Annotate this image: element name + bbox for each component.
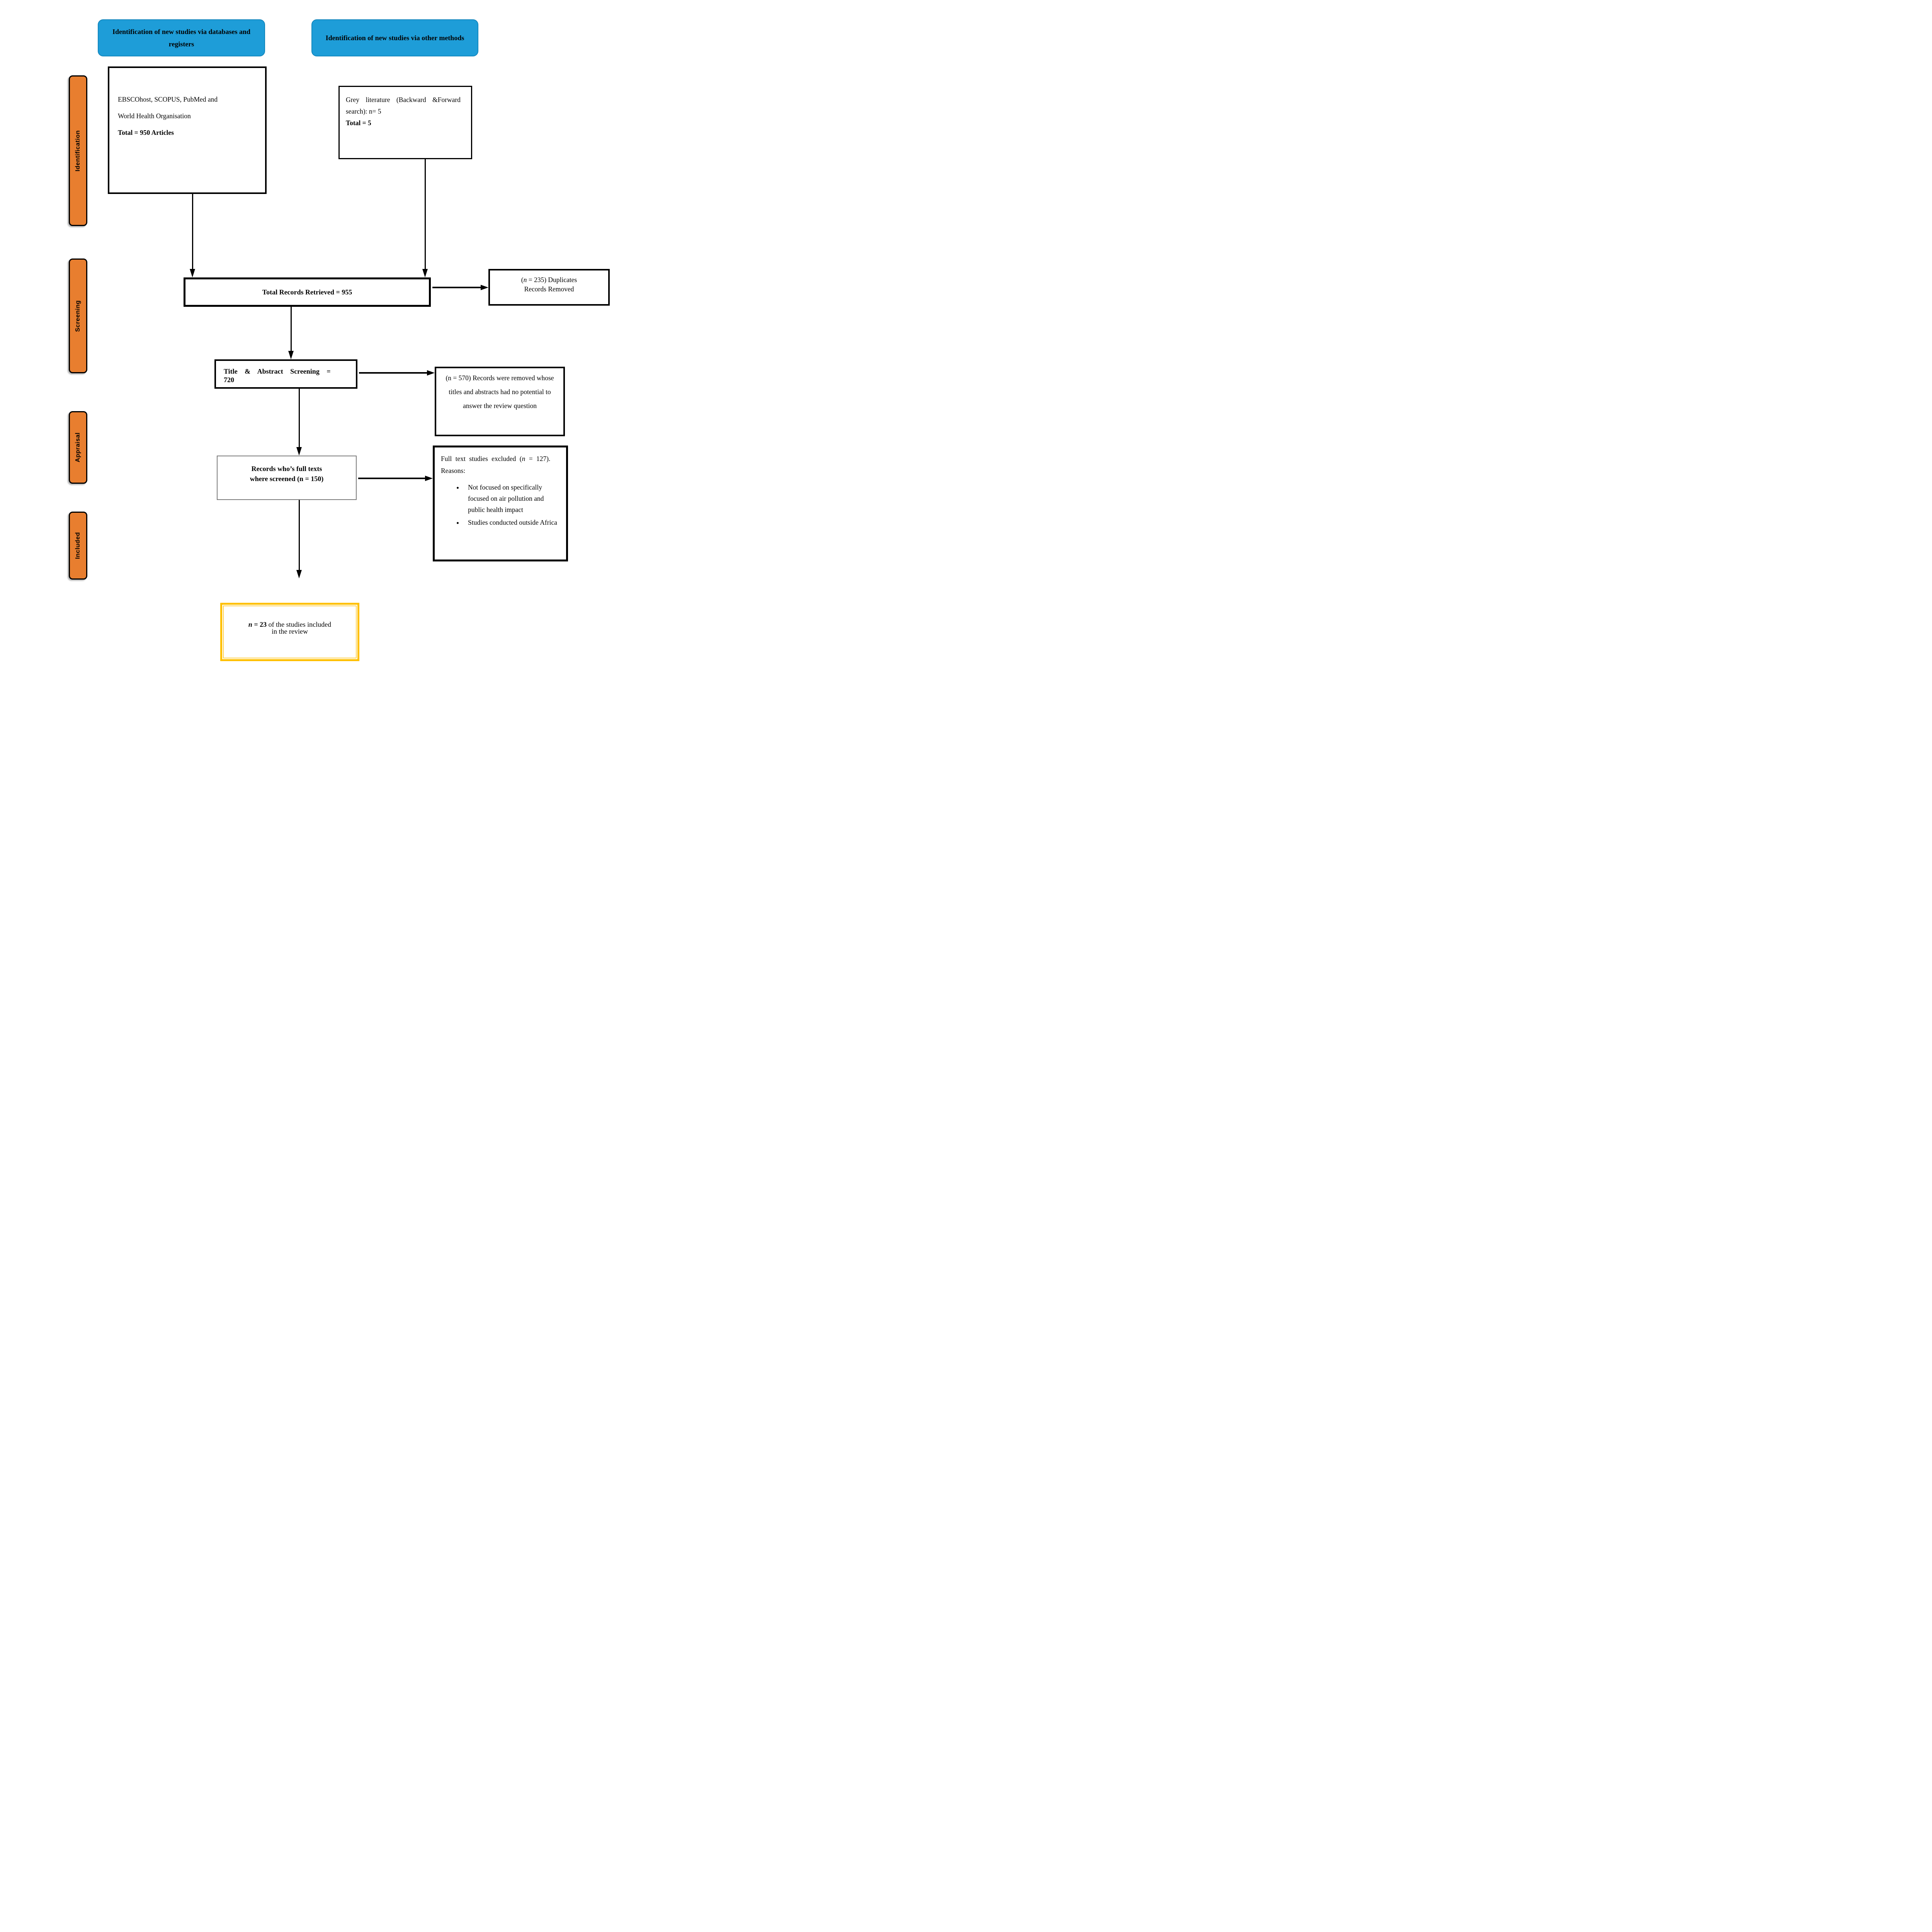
included-n: n	[248, 621, 252, 628]
databases-line2: World Health Organisation	[118, 112, 191, 120]
excluded-pre: Full text studies excluded (	[441, 455, 522, 463]
full-texts-line1: Records who’s full texts	[251, 465, 322, 473]
arrow-fulltexts-to-excluded-head	[425, 476, 433, 481]
included-line1: n = 23 of the studies included	[248, 617, 331, 633]
grey-literature-line1: Grey literature (Backward &Forward	[346, 96, 461, 104]
arrow-title-to-fulltexts-line	[299, 389, 300, 447]
duplicates-line1: (n = 235) Duplicates	[490, 272, 608, 287]
stage-bar-screening: Screening	[69, 259, 87, 373]
box-full-texts-screened: Records who’s full texts where screened …	[217, 456, 357, 500]
included-rest: of the studies included	[267, 621, 332, 628]
excluded-reason-item: Studies conducted outside Africa	[463, 517, 560, 528]
duplicates-open-paren: (	[521, 276, 524, 284]
stage-label-screening: Screening	[75, 300, 81, 332]
records-removed-570-text: (n = 570) Records were removed whose tit…	[446, 374, 554, 410]
grey-literature-line2: search): n= 5	[346, 107, 381, 115]
box-title-abstract-screening: Title & Abstract Screening = 720	[214, 359, 357, 389]
databases-line1: EBSCOhost, SCOPUS, PubMed and	[118, 95, 218, 103]
included-in-review-inner: n = 23 of the studies included in the re…	[223, 605, 357, 658]
excluded-reasons-list: Not focused on specifically focused on a…	[441, 482, 560, 528]
included-line2: in the review	[272, 627, 308, 635]
duplicates-n: n	[523, 276, 527, 284]
total-records-text: Total Records Retrieved = 955	[262, 288, 352, 296]
full-texts-line2: where screened (n = 150)	[250, 474, 324, 483]
stage-label-appraisal: Appraisal	[75, 432, 81, 463]
box-included-in-review: n = 23 of the studies included in the re…	[220, 603, 359, 661]
excluded-reasons-label: Reasons:	[441, 466, 466, 474]
excluded-n: n	[522, 455, 526, 463]
box-total-records: Total Records Retrieved = 955	[184, 277, 431, 307]
box-databases-sources: EBSCOhost, SCOPUS, PubMed and World Heal…	[108, 66, 267, 194]
header-other-methods-label: Identification of new studies via other …	[325, 34, 464, 42]
grey-literature-total: Total = 5	[346, 119, 371, 127]
arrow-total-to-title-head	[288, 351, 294, 359]
arrow-databases-to-total-line	[192, 194, 193, 269]
header-databases-registers: Identification of new studies via databa…	[98, 19, 265, 56]
box-duplicates-removed: (n = 235) Duplicates Records Removed	[488, 269, 610, 306]
included-eq: = 23	[252, 621, 267, 628]
stage-bar-identification: Identification	[69, 75, 87, 226]
stage-bar-included: Included	[69, 512, 87, 580]
excluded-reason-item: Not focused on specifically focused on a…	[463, 482, 560, 515]
arrow-databases-to-total-head	[190, 269, 195, 277]
box-records-removed-570: (n = 570) Records were removed whose tit…	[435, 367, 565, 436]
arrow-fulltexts-to-included-line	[299, 500, 300, 570]
arrow-total-to-duplicates-line	[432, 287, 481, 288]
excluded-post: = 127).	[525, 455, 551, 463]
arrow-fulltexts-to-excluded-line	[358, 478, 425, 479]
prisma-flow-diagram: Identification of new studies via databa…	[0, 0, 685, 689]
arrow-title-to-removed570-line	[359, 372, 427, 374]
arrow-title-to-removed570-head	[427, 370, 435, 376]
arrow-fulltexts-to-included-head	[296, 570, 302, 578]
box-full-text-excluded: Full text studies excluded (n = 127). Re…	[433, 446, 568, 561]
stage-label-included: Included	[75, 532, 81, 559]
header-other-methods: Identification of new studies via other …	[311, 19, 478, 56]
stage-bar-appraisal: Appraisal	[69, 411, 87, 484]
excluded-line1: Full text studies excluded (n = 127).	[441, 453, 560, 465]
title-abstract-line1: Title & Abstract Screening =	[224, 367, 331, 375]
box-grey-literature: Grey literature (Backward &Forward searc…	[338, 86, 472, 159]
header-databases-registers-label: Identification of new studies via databa…	[112, 27, 251, 48]
title-abstract-line2: 720	[224, 376, 234, 384]
stage-label-identification: Identification	[75, 130, 81, 172]
databases-total: Total = 950 Articles	[118, 128, 174, 136]
arrow-grey-to-total-line	[425, 159, 426, 269]
arrow-total-to-title-line	[291, 307, 292, 351]
arrow-title-to-fulltexts-head	[296, 447, 302, 456]
arrow-grey-to-total-head	[422, 269, 428, 277]
duplicates-line2: Records Removed	[524, 285, 574, 293]
duplicates-rest: = 235) Duplicates	[527, 276, 577, 284]
arrow-total-to-duplicates-head	[481, 285, 488, 290]
